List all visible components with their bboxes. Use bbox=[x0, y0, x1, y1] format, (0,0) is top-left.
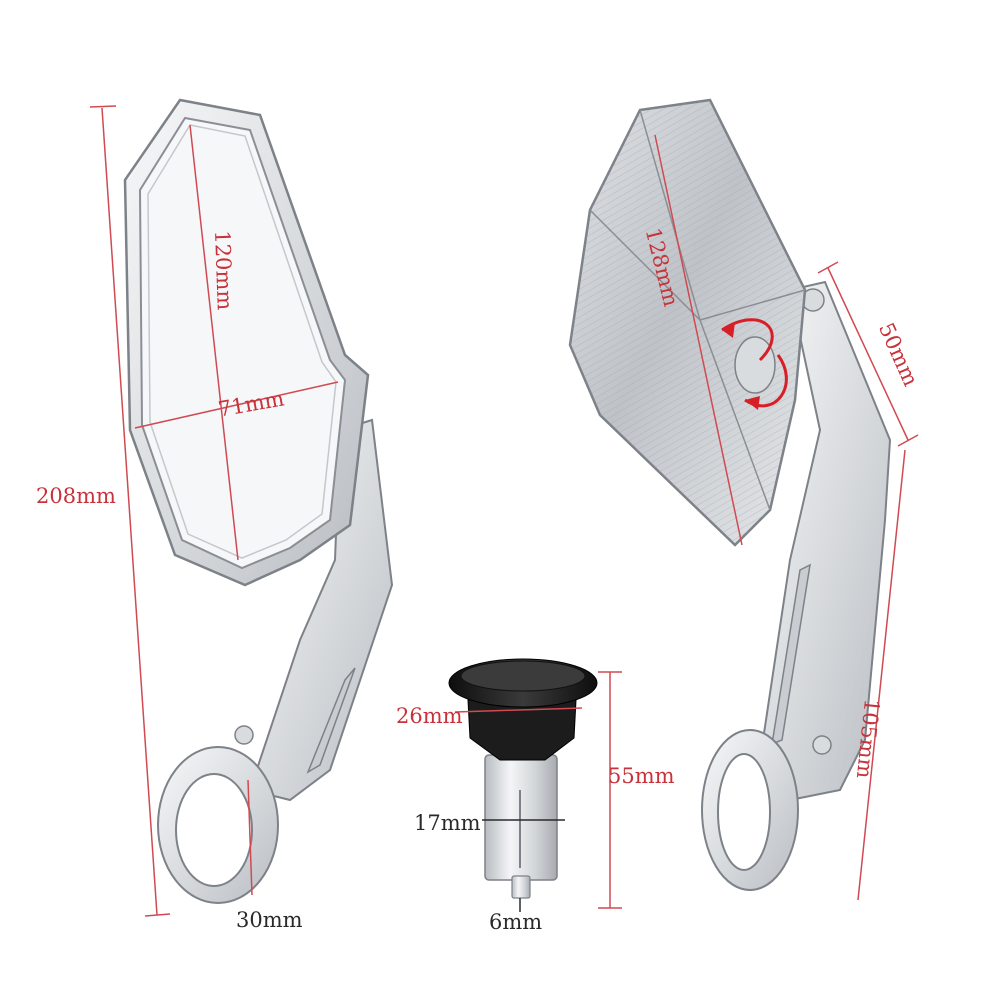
expander-diameter-label: 17mm bbox=[414, 811, 481, 835]
right-mirror bbox=[568, 98, 892, 891]
plug-length-label: 55mm bbox=[608, 764, 675, 788]
bolt-size-label: 6mm bbox=[489, 910, 543, 934]
left-mirror-clamp bbox=[157, 725, 279, 904]
left-mirror bbox=[123, 98, 394, 904]
cap-diameter-label: 26mm bbox=[396, 704, 463, 728]
clamp-diameter-label: 30mm bbox=[236, 908, 303, 932]
right-mirror-clamp bbox=[701, 729, 799, 891]
stem-bolt-icon bbox=[812, 735, 832, 755]
left-mirror-arm bbox=[248, 418, 394, 802]
bar-end-plug-dimensions bbox=[454, 671, 622, 912]
right-mirror-dimensions bbox=[654, 134, 919, 901]
left-mirror-dimensions bbox=[89, 105, 339, 917]
left-mirror-arm-slot bbox=[306, 667, 356, 774]
bar-end-plug bbox=[448, 658, 598, 899]
right-mirror-stem-slot bbox=[771, 563, 811, 746]
left-mirror-glass bbox=[138, 116, 347, 570]
rotation-arrows-icon bbox=[721, 318, 788, 410]
plug-bolt bbox=[511, 875, 531, 899]
clamp-bolt-icon bbox=[234, 725, 254, 745]
total-height-label: 208mm bbox=[36, 484, 116, 508]
glass-height-label: 120mm bbox=[210, 229, 237, 311]
